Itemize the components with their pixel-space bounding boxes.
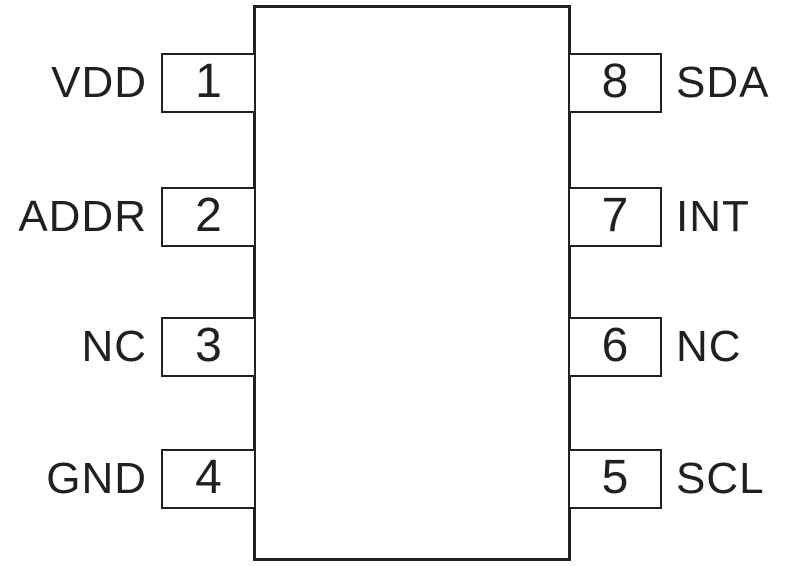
pin-name-sda: SDA [676,58,770,107]
pin-box-3: 3 [161,317,256,377]
pin-number-1: 1 [195,55,222,108]
pin-number-6: 6 [601,319,629,372]
pin-box-1: 1 [161,53,256,113]
pin-number-5: 5 [601,451,629,504]
pin-name-gnd: GND [46,454,147,503]
pin-box-2: 2 [161,187,256,247]
pin-name-vdd: VDD [51,58,147,107]
pin-box-7: 7 [568,187,662,247]
pin-box-4: 4 [161,449,256,509]
pin-name-int: INT [676,192,750,241]
ic-chip-body [253,5,571,561]
pin-name-nc-right: NC [676,322,742,371]
pin-box-8: 8 [568,53,662,113]
pin-box-5: 5 [568,449,662,509]
pin-number-4: 4 [195,451,222,504]
pin-number-2: 2 [195,189,222,242]
pin-name-nc-left: NC [81,322,147,371]
pin-number-3: 3 [195,319,222,372]
pin-name-scl: SCL [676,454,765,503]
pin-number-8: 8 [601,55,629,108]
pin-box-6: 6 [568,317,662,377]
pin-name-addr: ADDR [18,192,147,241]
pin-number-7: 7 [601,189,629,242]
